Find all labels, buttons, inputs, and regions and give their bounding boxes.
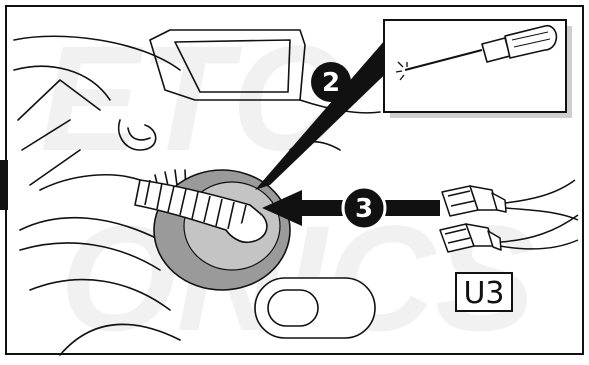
part-label: U3 bbox=[456, 273, 512, 311]
part-label-text: U3 bbox=[463, 276, 504, 311]
step-3-badge: 3 bbox=[343, 187, 385, 229]
step-2-number: 2 bbox=[322, 68, 340, 98]
edge-tab bbox=[0, 160, 8, 210]
inset-box bbox=[384, 20, 572, 118]
step-2-badge: 2 bbox=[311, 62, 351, 102]
step-3-number: 3 bbox=[355, 194, 373, 224]
panel-slot bbox=[255, 278, 375, 338]
